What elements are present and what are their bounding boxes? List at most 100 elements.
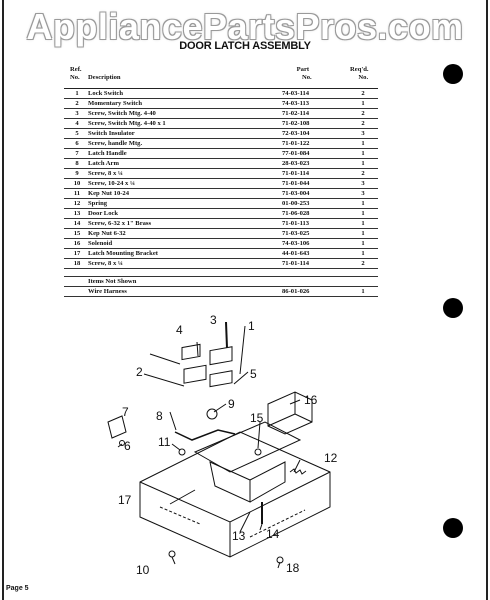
part-number-cell: 74-03-106 <box>282 240 310 247</box>
quantity-cell: 3 <box>361 190 365 197</box>
callout-3: 3 <box>210 313 217 327</box>
description-cell: Solenoid <box>88 240 113 247</box>
quantity-cell: 2 <box>361 90 365 97</box>
not-shown-desc: Wire Harness <box>88 288 127 295</box>
callout-10: 10 <box>136 563 150 577</box>
callout-5: 5 <box>250 367 257 381</box>
description-cell: Screw, 8 x ¼ <box>88 170 123 177</box>
not-shown-heading-row: Items Not Shown <box>64 277 378 287</box>
ref-cell: 2 <box>75 100 79 107</box>
ref-cell: 11 <box>73 190 81 197</box>
quantity-cell: 1 <box>361 150 365 157</box>
ref-cell: 4 <box>75 120 79 127</box>
screw-9 <box>206 408 218 420</box>
part-number-cell: 74-03-114 <box>282 90 310 97</box>
table-header: Ref. No. Description Part No. Req'd. No. <box>64 66 378 89</box>
callout-7: 7 <box>122 405 129 419</box>
quantity-cell: 1 <box>361 100 365 107</box>
not-shown-row: Wire Harness 86-01-026 1 <box>64 287 378 297</box>
ref-header-line2: No. <box>70 73 80 81</box>
ref-cell: 12 <box>73 200 81 207</box>
quantity-cell: 3 <box>361 180 365 187</box>
callout-1: 1 <box>248 319 255 333</box>
spring <box>289 468 307 475</box>
bracket-lip <box>139 471 331 557</box>
callout-4: 4 <box>176 323 183 337</box>
description-cell: Kep Nut 10-24 <box>88 190 130 197</box>
callout-9: 9 <box>228 397 235 411</box>
screw-6 <box>119 440 125 446</box>
ref-cell: 16 <box>73 240 81 247</box>
ref-header: Ref. No. <box>70 66 82 81</box>
description-cell: Screw, handle Mtg. <box>88 140 143 147</box>
description-cell: Latch Mounting Bracket <box>88 250 158 257</box>
required-header-line2: No. <box>358 73 369 81</box>
description-cell: Latch Arm <box>88 160 119 167</box>
ref-cell: 5 <box>75 130 79 137</box>
screw-10 <box>168 550 176 558</box>
table-row: 2 Momentary Switch 74-03-113 1 <box>64 99 378 109</box>
callout-2: 2 <box>136 365 143 379</box>
kep-nut-11 <box>178 448 186 456</box>
ref-cell: 17 <box>73 250 81 257</box>
part-number-cell: 72-03-104 <box>282 130 310 137</box>
punch-hole <box>443 64 463 84</box>
quantity-cell: 1 <box>361 140 365 147</box>
page-footer: Page 5 <box>6 585 29 592</box>
description-cell: Screw, Switch Mtg. 4-40 <box>88 110 156 117</box>
ref-cell: 9 <box>75 170 79 177</box>
quantity-cell: 1 <box>361 160 365 167</box>
callout-8: 8 <box>156 409 163 423</box>
ref-cell: 8 <box>75 160 79 167</box>
callout-14: 14 <box>266 527 280 541</box>
quantity-cell: 2 <box>361 170 365 177</box>
part-header-line2: No. <box>302 73 312 81</box>
watermark: AppliancePartsPros.com <box>26 6 464 47</box>
description-cell: Spring <box>88 200 108 207</box>
quantity-cell: 1 <box>361 210 365 217</box>
not-shown-qty: 1 <box>361 288 365 295</box>
punch-hole <box>443 518 463 538</box>
part-number-cell: 71-03-004 <box>282 190 310 197</box>
lock-switch <box>209 346 233 366</box>
part-number-cell: 74-03-113 <box>282 100 310 107</box>
part-number-cell: 44-01-643 <box>282 250 310 257</box>
quantity-cell: 1 <box>361 220 365 227</box>
switch-insulator <box>183 364 207 384</box>
kep-nut-15 <box>254 448 262 456</box>
quantity-cell: 2 <box>361 260 365 267</box>
quantity-cell: 1 <box>361 200 365 207</box>
part-number-cell: 71-06-028 <box>282 210 310 217</box>
screw-3 <box>225 321 228 349</box>
not-shown-part: 86-01-026 <box>282 288 310 295</box>
ref-cell: 3 <box>75 110 79 117</box>
description-cell: Switch Insulator <box>88 130 135 137</box>
momentary-switch <box>181 343 201 361</box>
part-number-cell: 71-01-113 <box>282 220 310 227</box>
part-number-cell: 71-01-044 <box>282 180 310 187</box>
exploded-diagram: 1 2 3 4 5 6 7 8 9 10 11 12 13 14 15 16 1… <box>107 313 338 577</box>
part-header-line1: Part <box>296 66 310 73</box>
punch-hole <box>443 298 463 318</box>
description-cell: Kep Nut 6-32 <box>88 230 126 237</box>
table-row: 11 Kep Nut 10-24 71-03-004 3 <box>64 189 378 199</box>
required-header-line1: Req'd. <box>350 66 369 73</box>
latch-handle <box>107 415 127 439</box>
callout-16: 16 <box>304 393 318 407</box>
part-number-cell: 77-01-084 <box>282 150 310 157</box>
ref-cell: 15 <box>73 230 81 237</box>
screw-4 <box>196 341 199 357</box>
ref-cell: 18 <box>73 260 81 267</box>
description-cell: Momentary Switch <box>88 100 143 107</box>
description-cell: Screw, 6-32 x 1" Brass <box>88 220 152 227</box>
description-cell: Screw, 10-24 x ¼ <box>88 180 135 187</box>
callout-6: 6 <box>124 439 131 453</box>
